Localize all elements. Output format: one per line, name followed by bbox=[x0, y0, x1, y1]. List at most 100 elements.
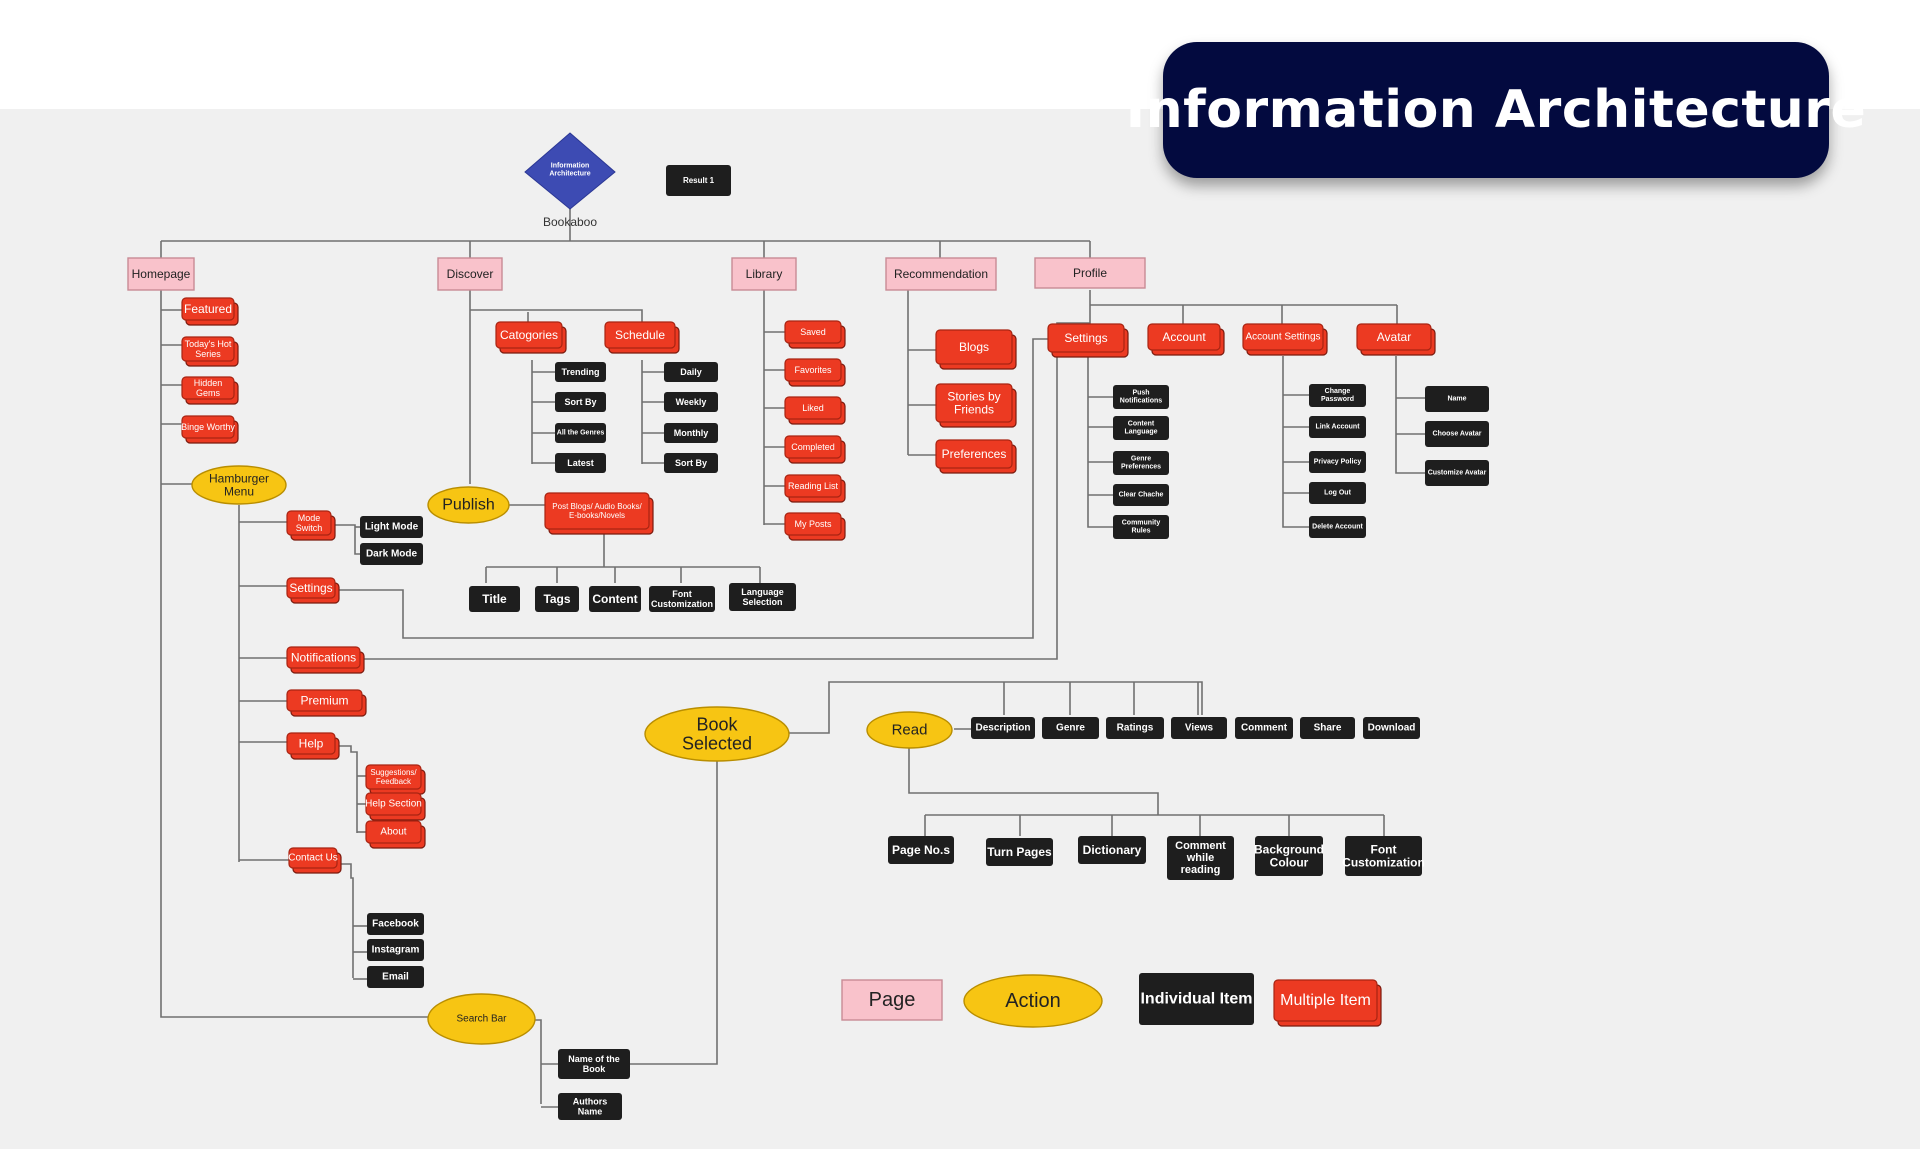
page-numbers-node[interactable] bbox=[888, 836, 954, 864]
tags-node[interactable] bbox=[535, 586, 579, 612]
content-language-node[interactable] bbox=[1113, 416, 1169, 440]
root-diamond[interactable] bbox=[524, 132, 616, 210]
result-node[interactable] bbox=[666, 165, 731, 196]
categories-node[interactable] bbox=[495, 321, 563, 349]
legend-action-label: Action bbox=[1005, 990, 1061, 1012]
ratings-node[interactable] bbox=[1106, 717, 1164, 739]
connector-line bbox=[337, 863, 354, 978]
stories-by-friends-node[interactable] bbox=[935, 383, 1013, 423]
genre-preferences-node[interactable] bbox=[1113, 451, 1169, 475]
privacy-policy-node[interactable] bbox=[1309, 451, 1366, 473]
dictionary-node[interactable] bbox=[1078, 836, 1146, 864]
views-node[interactable] bbox=[1171, 717, 1227, 739]
legend-multiple-item[interactable] bbox=[1273, 979, 1378, 1022]
profile-settings-node[interactable] bbox=[1047, 323, 1125, 353]
page-numbers-node-label: Page No.s bbox=[892, 843, 950, 857]
post-content-node[interactable] bbox=[544, 492, 650, 530]
hamburger-menu-action[interactable] bbox=[191, 465, 287, 505]
legend-multiple-item-label: Multiple Item bbox=[1280, 992, 1371, 1009]
profile-page[interactable] bbox=[1034, 257, 1146, 289]
book-selected-action[interactable] bbox=[644, 706, 790, 762]
my-posts-node[interactable] bbox=[784, 512, 842, 536]
reading-font-customization-node[interactable] bbox=[1345, 836, 1422, 876]
hamburger-menu-action-label: Hamburger bbox=[209, 472, 269, 486]
suggestions-feedback-node[interactable] bbox=[365, 764, 422, 790]
delete-account-node[interactable] bbox=[1309, 516, 1366, 538]
help-node[interactable] bbox=[286, 732, 336, 755]
title-banner: Information Architecture bbox=[1126, 42, 1866, 178]
legend-action[interactable] bbox=[963, 974, 1103, 1028]
monthly-node[interactable] bbox=[664, 423, 718, 443]
publish-font-customization-node-label: Font bbox=[672, 589, 692, 599]
background-colour-node[interactable] bbox=[1255, 836, 1323, 876]
comment-node[interactable] bbox=[1235, 717, 1293, 739]
community-rules-node[interactable] bbox=[1113, 515, 1169, 539]
share-node[interactable] bbox=[1300, 717, 1355, 739]
mode-switch-node[interactable] bbox=[286, 510, 332, 536]
library-page[interactable] bbox=[731, 257, 797, 291]
dark-mode-node[interactable] bbox=[360, 543, 423, 565]
saved-node[interactable] bbox=[784, 320, 842, 344]
help-section-node[interactable] bbox=[365, 792, 422, 816]
contact-us-node[interactable] bbox=[288, 847, 338, 869]
search-bar-action[interactable] bbox=[427, 993, 536, 1045]
publish-font-customization-node[interactable] bbox=[649, 586, 715, 612]
binge-worthy-node[interactable] bbox=[181, 415, 235, 439]
turn-pages-node[interactable] bbox=[986, 838, 1053, 866]
discover-page[interactable] bbox=[437, 257, 503, 291]
email-node[interactable] bbox=[367, 966, 424, 988]
featured-node[interactable] bbox=[181, 297, 235, 321]
language-selection-node[interactable] bbox=[729, 583, 796, 611]
trending-node[interactable] bbox=[555, 362, 606, 382]
push-notifications-node[interactable] bbox=[1113, 385, 1169, 409]
comment-while-reading-node[interactable] bbox=[1167, 836, 1234, 880]
light-mode-node[interactable] bbox=[360, 516, 423, 538]
all-genres-node[interactable] bbox=[555, 423, 606, 443]
todays-hot-series-node[interactable] bbox=[181, 336, 235, 362]
download-node[interactable] bbox=[1363, 717, 1420, 739]
latest-node[interactable] bbox=[555, 453, 606, 473]
schedule-node[interactable] bbox=[604, 321, 676, 349]
preferences-node[interactable] bbox=[935, 439, 1013, 469]
facebook-node[interactable] bbox=[367, 913, 424, 935]
liked-node[interactable] bbox=[784, 396, 842, 420]
avatar-node[interactable] bbox=[1356, 323, 1432, 351]
schedule-sort-by-node[interactable] bbox=[664, 453, 718, 473]
authors-name-node[interactable] bbox=[558, 1093, 622, 1120]
weekly-node[interactable] bbox=[664, 392, 718, 412]
log-out-node[interactable] bbox=[1309, 482, 1366, 504]
content-node[interactable] bbox=[589, 586, 641, 612]
choose-avatar-node[interactable] bbox=[1425, 421, 1489, 447]
premium-node[interactable] bbox=[286, 689, 363, 712]
legend-page[interactable] bbox=[841, 979, 943, 1021]
instagram-node[interactable] bbox=[367, 939, 424, 961]
read-action[interactable] bbox=[866, 711, 953, 749]
customize-avatar-node[interactable] bbox=[1425, 460, 1489, 486]
blogs-node[interactable] bbox=[935, 329, 1013, 365]
homepage-page[interactable] bbox=[127, 257, 195, 291]
name-of-book-node[interactable] bbox=[558, 1049, 630, 1079]
description-node[interactable] bbox=[971, 717, 1035, 739]
publish-action[interactable] bbox=[427, 486, 510, 524]
recommendation-page[interactable] bbox=[885, 257, 997, 291]
legend-individual-item[interactable] bbox=[1139, 973, 1254, 1025]
title-node[interactable] bbox=[469, 586, 520, 612]
change-password-node[interactable] bbox=[1309, 384, 1366, 407]
about-node[interactable] bbox=[365, 820, 422, 844]
favorites-node[interactable] bbox=[784, 358, 842, 382]
name-node[interactable] bbox=[1425, 386, 1489, 412]
genre-node[interactable] bbox=[1042, 717, 1099, 739]
reading-list-node[interactable] bbox=[784, 474, 842, 498]
search-bar-action-label: Search Bar bbox=[456, 1014, 507, 1025]
account-settings-node[interactable] bbox=[1242, 323, 1324, 351]
hamburger-settings-node[interactable] bbox=[286, 577, 336, 599]
sort-by-node[interactable] bbox=[555, 392, 606, 412]
completed-node[interactable] bbox=[784, 435, 842, 459]
daily-node[interactable] bbox=[664, 362, 718, 382]
account-node[interactable] bbox=[1147, 323, 1221, 351]
book-selected-action-label: Selected bbox=[682, 734, 752, 754]
link-account-node[interactable] bbox=[1309, 416, 1366, 438]
notifications-node[interactable] bbox=[286, 646, 361, 669]
hidden-gems-node[interactable] bbox=[181, 376, 235, 400]
clear-cache-node[interactable] bbox=[1113, 484, 1169, 506]
